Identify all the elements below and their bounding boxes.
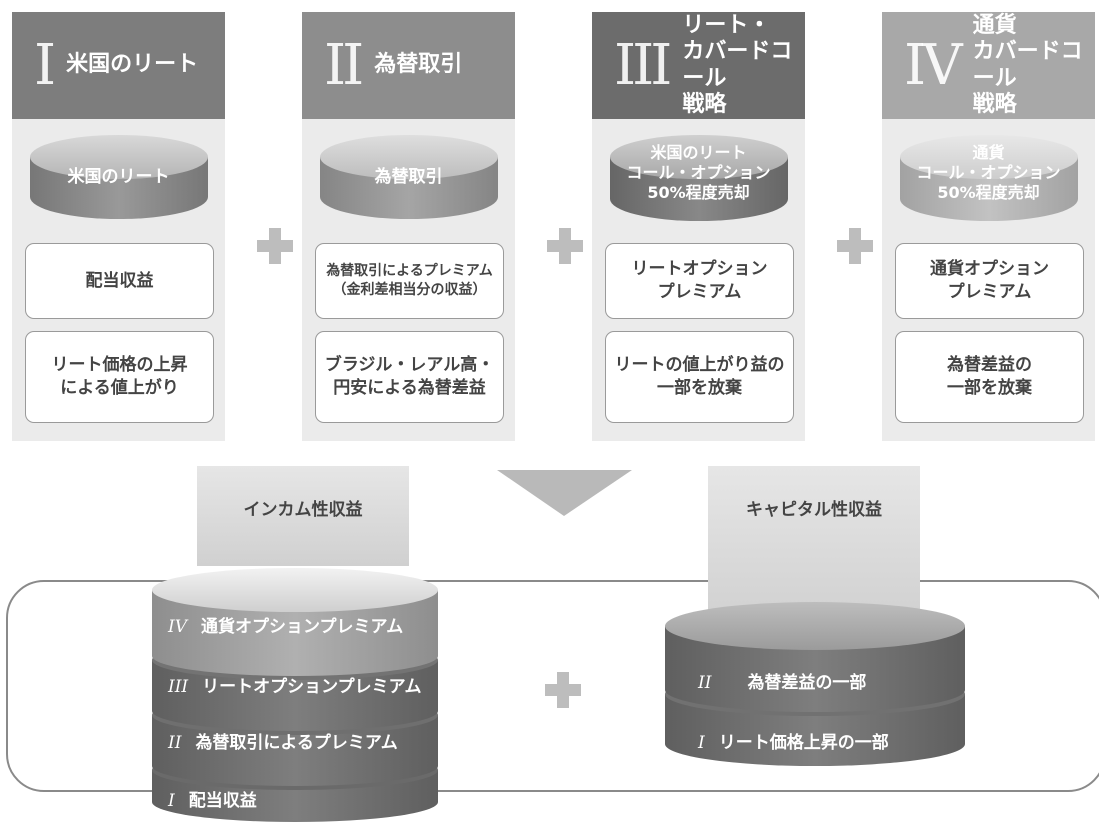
column-3-body: 米国のリート コール・オプション 50%程度売却 リートオプション プレミアム … xyxy=(592,119,805,441)
income-beam xyxy=(197,466,409,566)
column-2-header: II 為替取引 xyxy=(302,12,515,119)
column-1-numeral: I xyxy=(34,32,56,98)
column-1-box-1: 配当収益 xyxy=(25,243,214,319)
column-2-cylinder-label: 為替取引 xyxy=(374,167,443,187)
income-stack xyxy=(152,568,438,822)
result-container xyxy=(6,580,1099,792)
plus-icon xyxy=(257,228,293,264)
income-layer-3-numeral: III xyxy=(168,677,189,697)
column-4-body: 通貨 コール・オプション 50%程度売却 通貨オプション プレミアム 為替差益の… xyxy=(882,119,1095,441)
income-label: インカム性収益 xyxy=(243,500,363,520)
column-2-box-1: 為替取引によるプレミアム （金利差相当分の収益） xyxy=(315,243,504,319)
column-4: IV 通貨 カバードコール 戦略 通貨 コール・オプション 50%程度売却 通貨… xyxy=(882,12,1095,441)
plus-icon xyxy=(837,228,873,264)
column-2-title: 為替取引 xyxy=(374,52,463,78)
capital-layer-2-numeral: II xyxy=(698,673,712,693)
column-4-cylinder xyxy=(900,135,1078,221)
column-3-box-2: リートの値上がり益の 一部を放棄 xyxy=(605,331,794,423)
capital-layer-2-text: 為替差益の一部 xyxy=(747,673,867,693)
column-2-numeral: II xyxy=(324,32,364,98)
income-layer-1-text: 配当収益 xyxy=(188,791,257,811)
column-2-body: 為替取引 為替取引によるプレミアム （金利差相当分の収益） ブラジル・レアル高・… xyxy=(302,119,515,441)
column-3: III リート・ カバードコール 戦略 米国のリート コール・オプション 50%… xyxy=(592,12,805,441)
column-2: II 為替取引 為替取引 為替取引によるプレミアム （金利差相当分の収益） ブラ… xyxy=(302,12,515,441)
column-3-header: III リート・ カバードコール 戦略 xyxy=(592,12,805,119)
capital-beam xyxy=(708,466,920,626)
income-layer-4-text: 通貨オプションプレミアム xyxy=(201,617,404,637)
capital-stack xyxy=(665,602,965,766)
column-2-box-2: ブラジル・レアル高・ 円安による為替差益 xyxy=(315,331,504,423)
column-1-title: 米国のリート xyxy=(66,52,199,78)
column-1: I 米国のリート 米国のリート 配当収益 リート価格の上昇 による値上がり xyxy=(12,12,225,441)
column-4-box-2: 為替差益の 一部を放棄 xyxy=(895,331,1084,423)
capital-label: キャピタル性収益 xyxy=(746,500,882,520)
column-4-cylinder-label: 通貨 コール・オプション 50%程度売却 xyxy=(916,143,1061,202)
column-1-cylinder xyxy=(30,135,208,219)
column-1-box-2: リート価格の上昇 による値上がり xyxy=(25,331,214,423)
income-layer-3: III リートオプションプレミアム xyxy=(168,672,421,697)
income-layer-4: IV 通貨オプションプレミアム xyxy=(168,612,403,637)
column-3-cylinder xyxy=(610,135,788,221)
income-layer-3-text: リートオプションプレミアム xyxy=(202,677,422,697)
column-1-body: 米国のリート 配当収益 リート価格の上昇 による値上がり xyxy=(12,119,225,441)
income-layer-2-text: 為替取引によるプレミアム xyxy=(195,733,398,753)
column-4-numeral: IV xyxy=(904,32,963,98)
income-layer-1: I 配当収益 xyxy=(168,786,257,811)
column-1-cylinder-label: 米国のリート xyxy=(67,167,170,187)
column-2-cylinder xyxy=(320,135,498,219)
income-layer-1-numeral: I xyxy=(168,791,175,811)
plus-icon xyxy=(545,672,581,708)
column-4-header: IV 通貨 カバードコール 戦略 xyxy=(882,12,1095,119)
column-4-box-1: 通貨オプション プレミアム xyxy=(895,243,1084,319)
column-4-title: 通貨 カバードコール 戦略 xyxy=(972,12,1083,117)
down-arrow-icon xyxy=(497,470,632,516)
income-layer-2-numeral: II xyxy=(168,733,182,753)
income-layer-2: II 為替取引によるプレミアム xyxy=(168,728,398,753)
column-3-numeral: III xyxy=(614,32,672,98)
plus-icon xyxy=(547,228,583,264)
column-3-title: リート・ カバードコール 戦略 xyxy=(682,12,793,117)
column-1-header: I 米国のリート xyxy=(12,12,225,119)
capital-layer-1: I リート価格上昇の一部 xyxy=(698,728,889,753)
capital-layer-1-numeral: I xyxy=(698,733,705,753)
capital-layer-1-text: リート価格上昇の一部 xyxy=(718,733,889,753)
column-3-cylinder-label: 米国のリート コール・オプション 50%程度売却 xyxy=(626,143,771,202)
column-3-box-1: リートオプション プレミアム xyxy=(605,243,794,319)
capital-layer-2: II 為替差益の一部 xyxy=(698,668,866,693)
income-layer-4-numeral: IV xyxy=(168,617,187,637)
